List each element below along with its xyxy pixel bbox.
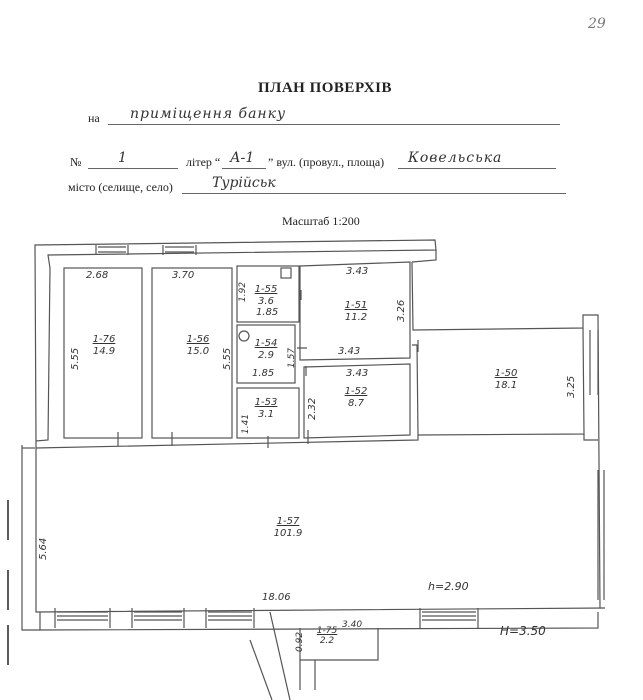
porch-wall xyxy=(269,611,379,700)
room-1-56-wall xyxy=(151,267,233,439)
number-value: 1 xyxy=(118,150,127,166)
scale-label: Масштаб 1:200 xyxy=(282,214,360,228)
litera-underline xyxy=(222,168,266,169)
dim-3-70: 3.70 xyxy=(172,270,195,281)
purpose-value: приміщення банку xyxy=(130,106,287,122)
number-label: № xyxy=(70,155,82,169)
dim-5-55-a: 5.55 xyxy=(70,347,81,370)
outer-height: H=3.50 xyxy=(500,624,546,638)
dim-5-55-b: 5.55 xyxy=(222,347,233,370)
dim-3-43-mid: 3.43 xyxy=(338,346,361,357)
room-1-76-wall xyxy=(63,267,143,439)
page-number: 29 xyxy=(588,16,606,32)
city-label: місто (селище, село) xyxy=(68,180,173,194)
dim-1-57: 1.57 xyxy=(287,347,297,368)
inner-height: h=2.90 xyxy=(428,580,469,593)
dim-0-92: 0.92 xyxy=(295,631,305,652)
purpose-label: на xyxy=(88,111,100,125)
room-1-55-wall xyxy=(236,265,300,323)
room-1-54-wall xyxy=(236,324,296,384)
litera-label: літер “ xyxy=(186,155,221,169)
purpose-underline xyxy=(108,124,560,125)
dim-2-68: 2.68 xyxy=(86,270,109,281)
room-1-52-wall xyxy=(303,363,411,439)
page-title: ПЛАН ПОВЕРХІВ xyxy=(258,80,392,96)
dim-1-85-b: 1.85 xyxy=(252,368,275,379)
dim-5-64: 5.64 xyxy=(38,537,49,560)
dim-3-43-low: 3.43 xyxy=(346,368,369,379)
wall-north-west xyxy=(34,239,437,442)
dim-18-06: 18.06 xyxy=(262,592,291,603)
dim-1-92: 1.92 xyxy=(238,281,248,302)
city-value: Турійськ xyxy=(212,175,276,191)
number-underline xyxy=(88,168,178,169)
street-underline xyxy=(398,168,556,169)
dim-1-41: 1.41 xyxy=(241,413,251,434)
dim-3-26: 3.26 xyxy=(396,299,407,322)
dim-3-40: 3.40 xyxy=(342,620,363,630)
dim-2-32: 2.32 xyxy=(307,397,318,420)
dim-3-43-top: 3.43 xyxy=(346,266,369,277)
street-value: Ковельська xyxy=(408,150,503,166)
street-label: ” вул. (провул., площа) xyxy=(268,155,385,169)
city-underline xyxy=(182,193,566,194)
room-1-51-wall xyxy=(299,261,411,361)
litera-value: А-1 xyxy=(230,150,255,166)
dim-3-25: 3.25 xyxy=(566,375,577,398)
dim-1-85-a: 1.85 xyxy=(256,307,279,318)
wall-west-south xyxy=(35,441,606,613)
